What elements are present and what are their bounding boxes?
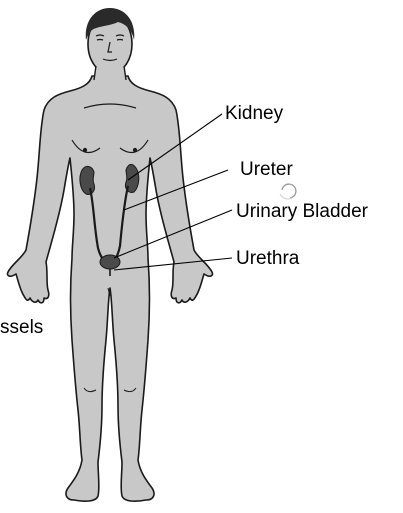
left-kidney [80,166,95,194]
label-urethra: Urethra [236,249,299,268]
label-urinary-bladder: Urinary Bladder [236,202,368,221]
loading-cursor-icon [280,184,296,199]
label-ureter: Ureter [240,160,293,179]
body-silhouette [7,76,212,501]
neck [94,66,126,80]
label-vessels-partial: ssels [0,318,43,337]
label-kidney: Kidney [225,104,283,123]
